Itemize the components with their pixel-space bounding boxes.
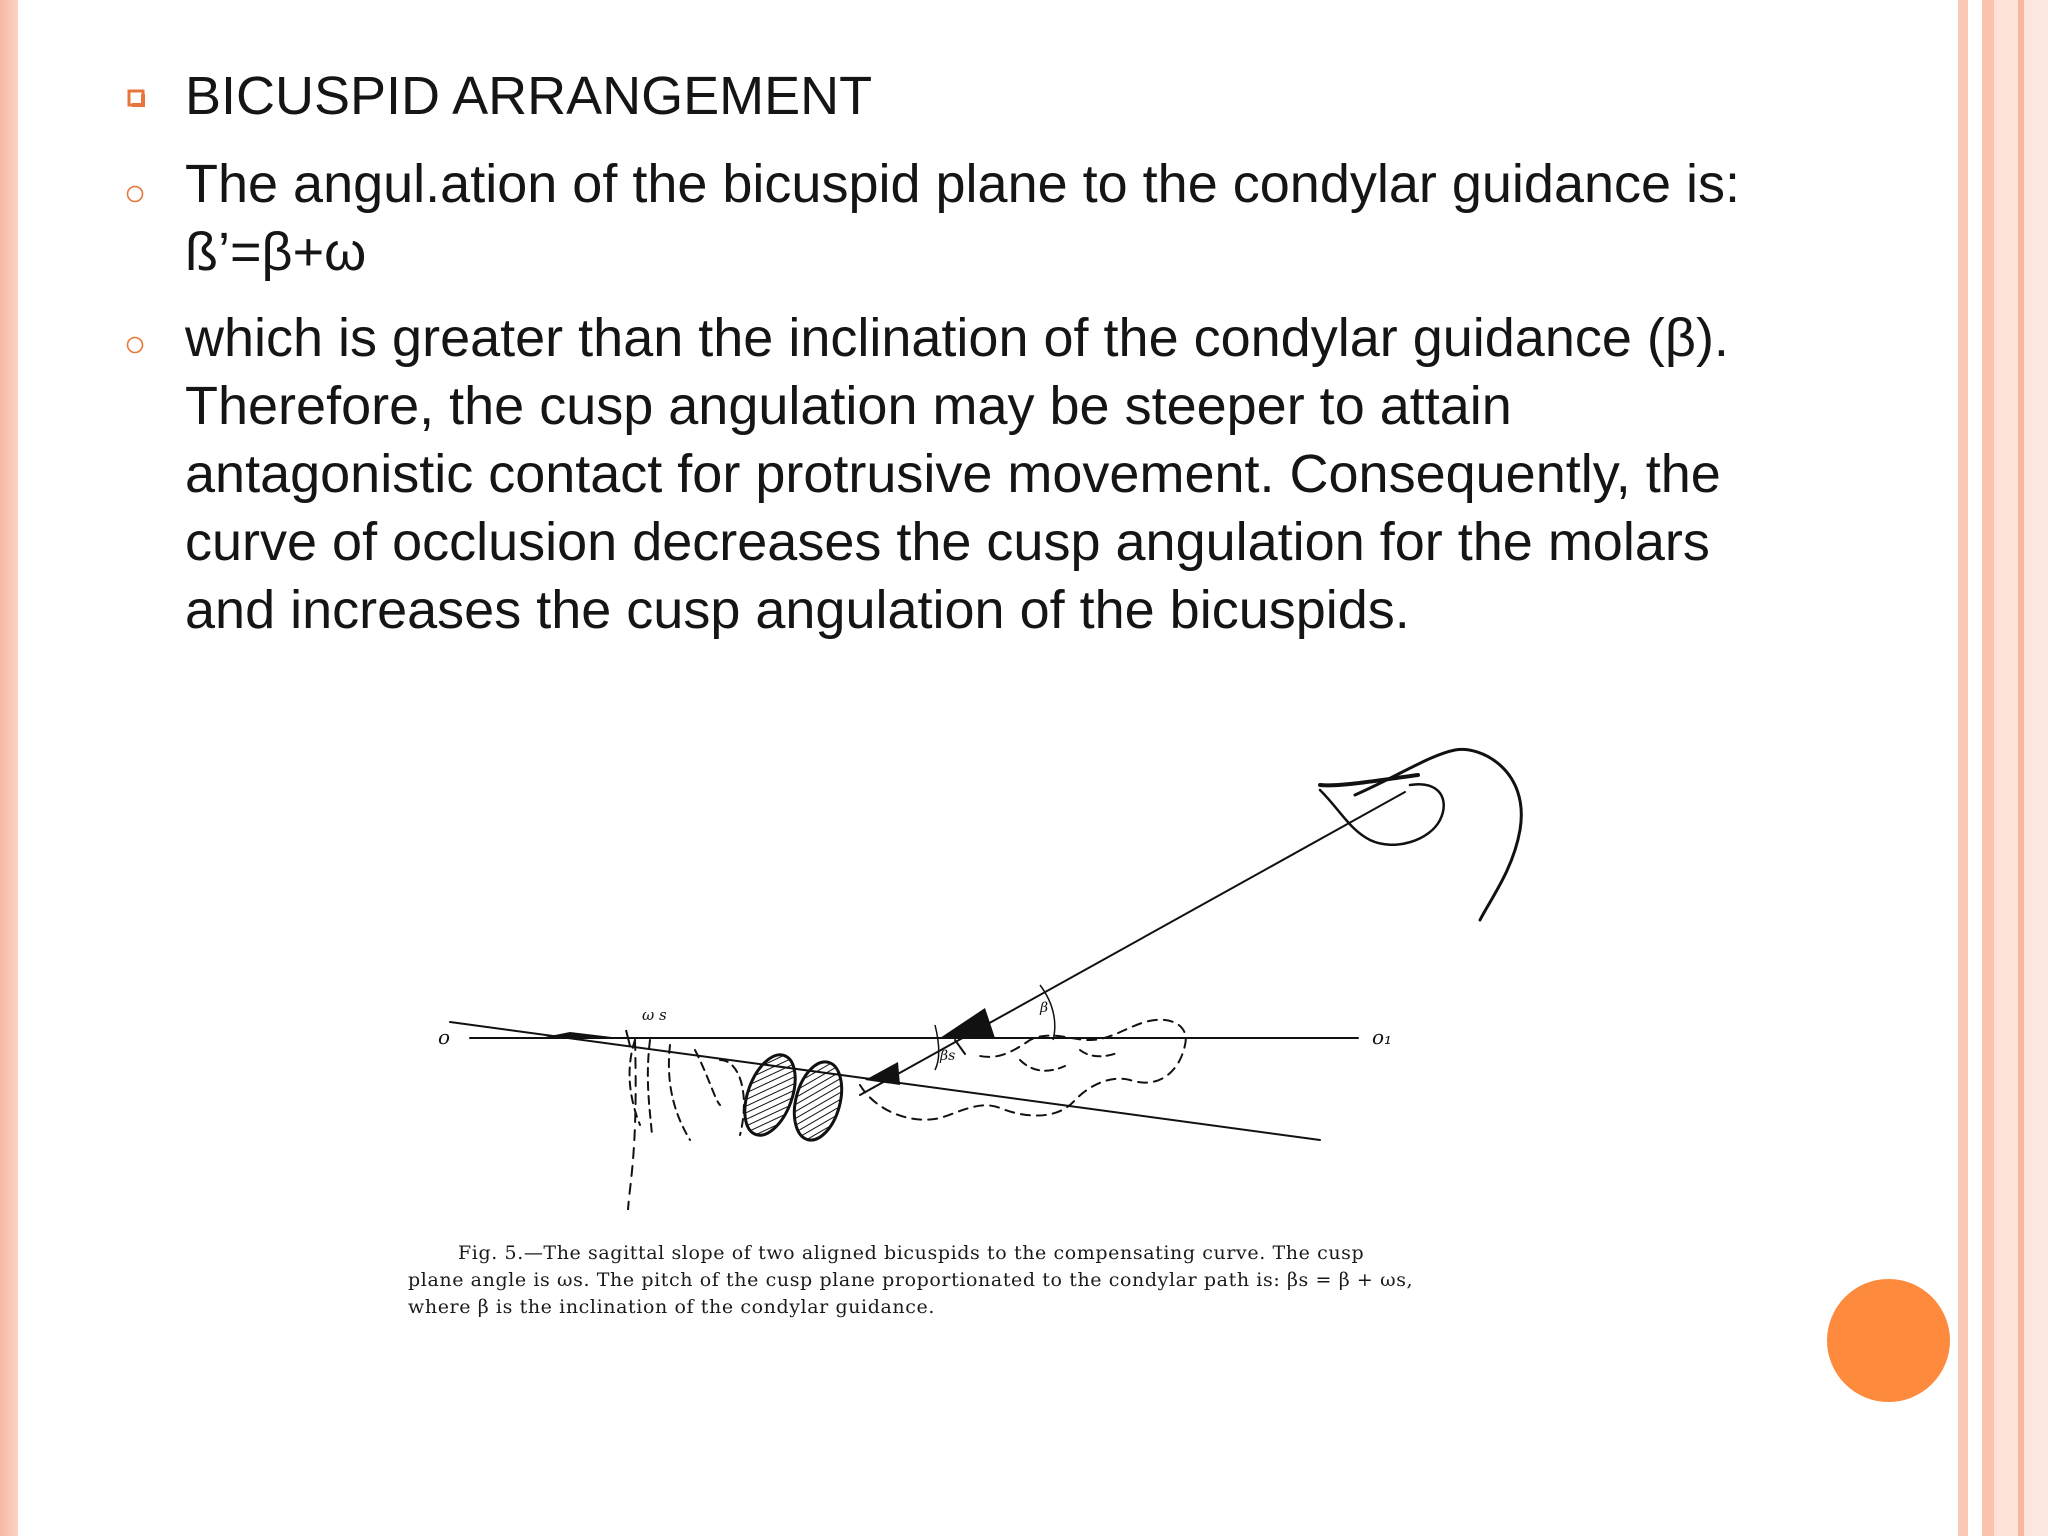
bicuspid-tooth-1 [743,1053,797,1137]
beta-angle-wedge [940,1008,995,1038]
right-border-stripe [1958,0,1968,1536]
caption-line: Fig. 5.—The sagittal slope of two aligne… [458,1242,1365,1264]
label-beta: β [1039,1000,1048,1016]
left-border-decoration [0,0,18,1536]
label-omega-s: ω s [642,1006,667,1024]
beta-s-angle-wedge [865,1062,900,1085]
bullet-text: which is greater than the inclination of… [185,308,1729,640]
condyle-outline [1353,747,1523,922]
figure-caption: Fig. 5.—The sagittal slope of two aligne… [408,1240,1558,1321]
caption-line: where β is the inclination of the condyl… [408,1296,935,1318]
slide-heading: BICUSPID ARRANGEMENT [185,66,873,126]
right-border-stripe [2018,0,2024,1536]
square-bullet-icon [127,89,145,107]
orange-circle-decoration [1827,1279,1950,1402]
circle-bullet-icon [126,185,144,203]
omega-angle-wedge [540,1032,620,1038]
bicuspid-diagram: o o₁ ω s β βs [438,747,1523,1210]
bicuspid-tooth-2 [792,1060,844,1142]
condyle-curve [1318,782,1445,847]
label-beta-s: βs [939,1048,955,1064]
label-o: o [438,1025,450,1049]
caption-line: plane angle is ωs. The pitch of the cusp… [408,1269,1414,1291]
condylar-guidance-line [859,791,1406,1096]
bullet-text: The angul.ation of the bicuspid plane to… [185,154,1741,282]
label-o1: o₁ [1372,1025,1392,1049]
right-border-stripe [1982,0,1994,1536]
circle-bullet-icon [126,336,144,354]
